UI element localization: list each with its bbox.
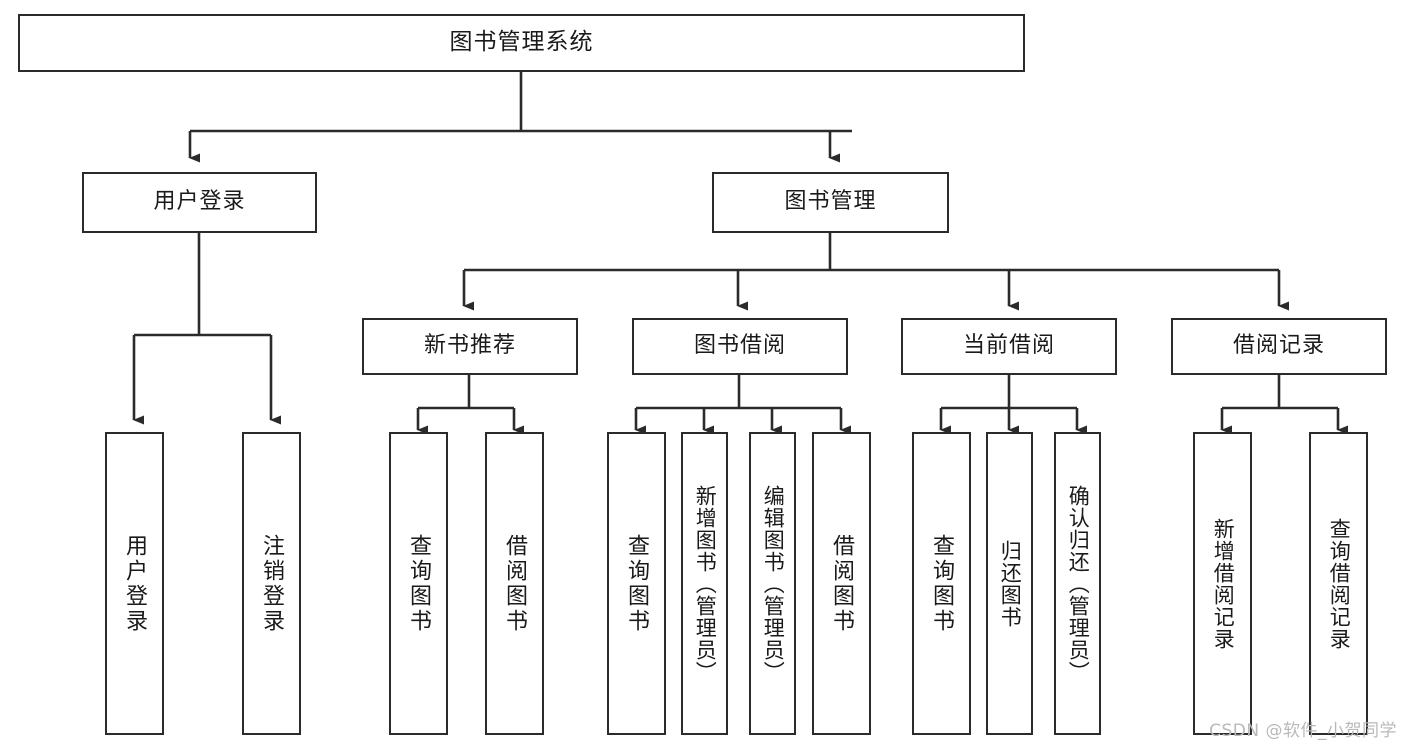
node-label: 当前借阅	[962, 333, 1055, 359]
node-label: 图书管理	[784, 189, 877, 215]
leaf-borrow-record-query[interactable]: 查询借阅记录	[1309, 432, 1368, 735]
leaf-label: 查询图书	[929, 533, 955, 634]
leaf-current-borrow-confirm-return[interactable]: 确认归还（管理员）	[1054, 432, 1101, 735]
node-label: 借阅记录	[1232, 333, 1325, 359]
node-label: 图书借阅	[693, 333, 786, 359]
node-current-borrow[interactable]: 当前借阅	[901, 318, 1117, 375]
node-user-login[interactable]: 用户登录	[82, 172, 317, 233]
node-book-borrow[interactable]: 图书借阅	[632, 318, 848, 375]
node-borrow-record[interactable]: 借阅记录	[1171, 318, 1387, 375]
leaf-label: 借阅图书	[829, 533, 855, 634]
leaf-label: 注销登录	[259, 533, 285, 634]
leaf-label: 查询图书	[406, 533, 432, 634]
leaf-label: 用户登录	[122, 533, 148, 634]
leaf-label: 查询借阅记录	[1327, 517, 1352, 650]
watermark-text: CSDN @软件_小贺同学	[1209, 721, 1397, 741]
node-book-management[interactable]: 图书管理	[712, 172, 949, 233]
leaf-user-login-logout[interactable]: 注销登录	[242, 432, 301, 735]
leaf-book-borrow-add[interactable]: 新增图书（管理员）	[681, 432, 728, 735]
leaf-label: 归还图书	[998, 539, 1023, 628]
node-root-system[interactable]: 图书管理系统	[18, 14, 1025, 72]
leaf-borrow-record-add[interactable]: 新增借阅记录	[1193, 432, 1252, 735]
leaf-label: 借阅图书	[502, 533, 528, 634]
leaf-label: 新增借阅记录	[1211, 517, 1236, 650]
leaf-label: 编辑图书（管理员）	[761, 484, 786, 683]
leaf-current-borrow-return[interactable]: 归还图书	[986, 432, 1033, 735]
leaf-new-book-borrow[interactable]: 借阅图书	[485, 432, 544, 735]
node-label: 新书推荐	[423, 333, 516, 359]
leaf-label: 查询图书	[624, 533, 650, 634]
leaf-current-borrow-query[interactable]: 查询图书	[912, 432, 971, 735]
leaf-book-borrow-borrow[interactable]: 借阅图书	[812, 432, 871, 735]
leaf-book-borrow-query[interactable]: 查询图书	[607, 432, 666, 735]
leaf-book-borrow-edit[interactable]: 编辑图书（管理员）	[749, 432, 796, 735]
node-label: 用户登录	[153, 189, 246, 215]
node-label: 图书管理系统	[449, 29, 594, 56]
leaf-new-book-query[interactable]: 查询图书	[389, 432, 448, 735]
leaf-user-login-login[interactable]: 用户登录	[105, 432, 164, 735]
leaf-label: 新增图书（管理员）	[693, 484, 718, 683]
leaf-label: 确认归还（管理员）	[1066, 484, 1091, 683]
node-new-book-recommend[interactable]: 新书推荐	[362, 318, 578, 375]
